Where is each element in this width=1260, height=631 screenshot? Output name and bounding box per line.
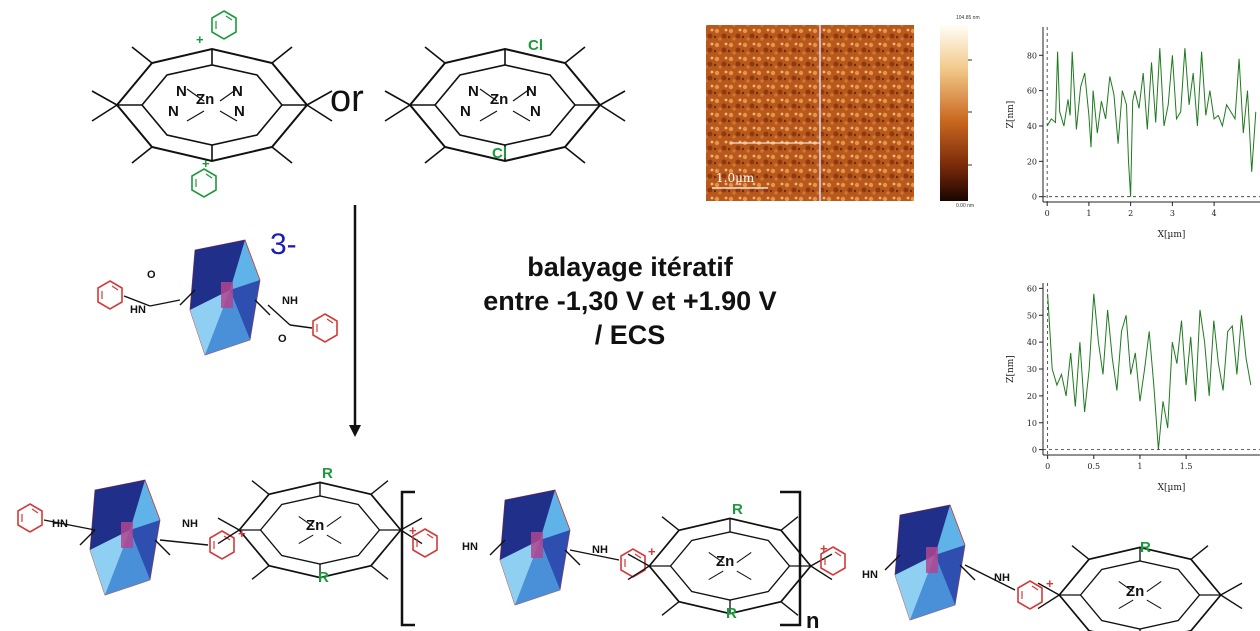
x-tick-label: 0	[1045, 209, 1050, 218]
y-tick-label: 80	[1027, 51, 1037, 60]
y-axis-label: Z[nm]	[1006, 355, 1016, 383]
y-tick-label: 60	[1027, 87, 1037, 96]
y-tick-label: 30	[1027, 365, 1037, 374]
atom-plus: +	[648, 544, 656, 559]
x-tick-label: 4	[1212, 209, 1217, 218]
y-axis-label: Z[nm]	[1006, 101, 1016, 129]
afm-image	[706, 25, 972, 201]
atom-nh: NH	[592, 544, 608, 556]
atom-cl: Cl	[492, 145, 507, 162]
atom-n: N	[460, 103, 471, 120]
atom-plus: +	[820, 541, 828, 556]
y-tick-label: 60	[1027, 284, 1037, 293]
pom-ligand	[97, 239, 338, 356]
atom-o: O	[147, 269, 156, 281]
polymer-chain	[17, 479, 1243, 631]
atom-n: N	[530, 103, 541, 120]
y-tick-label: 0	[1032, 446, 1037, 455]
reaction-arrow	[349, 205, 361, 437]
y-tick-label: 20	[1027, 157, 1037, 166]
atom-plus: +	[1046, 576, 1054, 591]
atom-nh: HN	[52, 518, 68, 530]
atom-nh: HN	[862, 569, 878, 581]
repeat-n-label: n	[806, 608, 819, 631]
y-tick-label: 10	[1027, 419, 1037, 428]
atom-r: R	[318, 569, 329, 586]
afm-scale-label: 1.0µm	[716, 171, 755, 185]
x-tick-label: 1	[1137, 462, 1142, 471]
atom-n: N	[168, 103, 179, 120]
x-tick-label: 3	[1170, 209, 1175, 218]
atom-plus: +	[202, 156, 210, 171]
x-tick-label: 1.5	[1180, 462, 1193, 471]
or-label: or	[330, 78, 364, 120]
atom-nh: NH	[282, 295, 298, 307]
scan-conditions: balayage itératif entre -1,30 V et +1.90…	[430, 250, 830, 352]
atom-nh: NH	[994, 572, 1010, 584]
colorbar-top-label: 104.85 nm	[956, 15, 980, 21]
y-tick-label: 20	[1027, 392, 1037, 401]
atom-zn: Zn	[306, 517, 324, 534]
y-tick-label: 40	[1027, 338, 1037, 347]
atom-n: N	[468, 83, 479, 100]
atom-plus: +	[409, 523, 417, 538]
atom-o: O	[278, 333, 287, 345]
atom-r: R	[732, 501, 743, 518]
atom-cl: Cl	[528, 37, 543, 54]
height-profile-chart-2: 0 0.5 1 1.5 0 10 20 30 40 50 60X[µm] Z[nm]	[1006, 283, 1260, 493]
profile-series-line	[1047, 293, 1252, 450]
profile-series-line	[1046, 48, 1257, 197]
scan-line-1: balayage itératif	[527, 252, 733, 282]
atom-n: N	[176, 83, 187, 100]
atom-r: R	[322, 465, 333, 482]
atom-r: R	[1140, 539, 1151, 556]
atom-nh: HN	[462, 541, 478, 553]
y-tick-label: 0	[1032, 193, 1037, 202]
x-axis-label: X[µm]	[1158, 230, 1186, 240]
x-tick-label: 2	[1128, 209, 1133, 218]
atom-nh: NH	[182, 518, 198, 530]
atom-plus: +	[196, 32, 204, 47]
atom-n: N	[526, 83, 537, 100]
y-tick-label: 40	[1027, 122, 1037, 131]
atom-zn: Zn	[196, 91, 214, 108]
atom-zn: Zn	[1126, 583, 1144, 600]
charge-label: 3-	[270, 228, 297, 261]
x-axis-label: X[µm]	[1158, 483, 1186, 493]
colorbar-bottom-label: 0.00 nm	[956, 203, 974, 209]
y-tick-label: 50	[1027, 311, 1037, 320]
atom-zn: Zn	[716, 553, 734, 570]
atom-nh: HN	[130, 304, 146, 316]
atom-plus: +	[238, 526, 246, 541]
scan-line-3: / ECS	[594, 320, 666, 350]
atom-r: R	[726, 605, 737, 622]
atom-zn: Zn	[490, 91, 508, 108]
x-tick-label: 1	[1086, 209, 1091, 218]
x-tick-label: 0.5	[1087, 462, 1100, 471]
x-tick-label: 0	[1045, 462, 1050, 471]
scan-line-2: entre -1,30 V et +1.90 V	[483, 286, 777, 316]
atom-n: N	[234, 103, 245, 120]
atom-n: N	[232, 83, 243, 100]
